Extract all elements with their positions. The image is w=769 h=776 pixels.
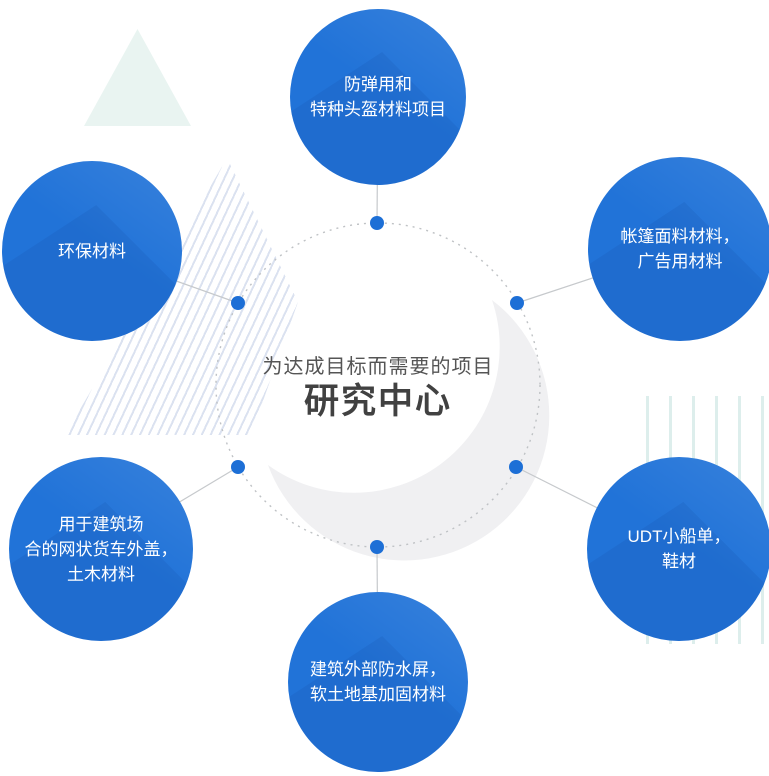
node-label-line: 环保材料 <box>58 241 126 261</box>
node-label-line: 广告用材料 <box>637 252 723 271</box>
center-title: 研究中心 <box>303 382 452 421</box>
node-label-line: 软土地基加固材料 <box>310 685 446 704</box>
node-label-line: 帐篷面料材料， <box>620 227 740 246</box>
node-bulletproof-helmet-materials[interactable]: 防弹用和 特种头盔材料项目 <box>290 9 466 185</box>
node-label-line: 防弹用和 <box>344 75 412 94</box>
node-label-line: 用于建筑场 <box>58 514 144 534</box>
node-dot-upper-right <box>510 296 524 310</box>
node-dot-bottom <box>370 540 384 554</box>
crescent-decoration <box>268 300 550 561</box>
node-label-line: 特种头盔材料项目 <box>310 100 446 119</box>
center-subtitle: 为达成目标而需要的项目 <box>262 356 494 378</box>
center-label: 为达成目标而需要的项目 研究中心 <box>178 354 578 424</box>
node-dot-lower-left <box>231 460 245 474</box>
node-tent-fabric-ad-materials[interactable]: 帐篷面料材料， 广告用材料 <box>588 157 769 341</box>
node-label-line: 合的网状货车外盖， <box>24 539 178 559</box>
node-label-line: 建筑外部防水屏， <box>310 660 446 679</box>
node-truck-cover-civil-materials[interactable]: 用于建筑场 合的网状货车外盖， 土木材料 <box>9 457 193 641</box>
node-eco-friendly-materials[interactable]: 环保材料 <box>2 161 182 341</box>
node-udt-boat-shoe-materials[interactable]: UDT小船单， 鞋材 <box>587 457 769 641</box>
node-dot-upper-left <box>231 296 245 310</box>
node-label-line: 鞋材 <box>662 552 696 571</box>
node-label-line: UDT小船单， <box>627 527 731 546</box>
node-dot-top <box>370 216 384 230</box>
node-waterproof-soft-ground-materials[interactable]: 建筑外部防水屏， 软土地基加固材料 <box>288 592 468 772</box>
node-dot-lower-right <box>509 460 523 474</box>
node-label-line: 土木材料 <box>67 564 135 584</box>
